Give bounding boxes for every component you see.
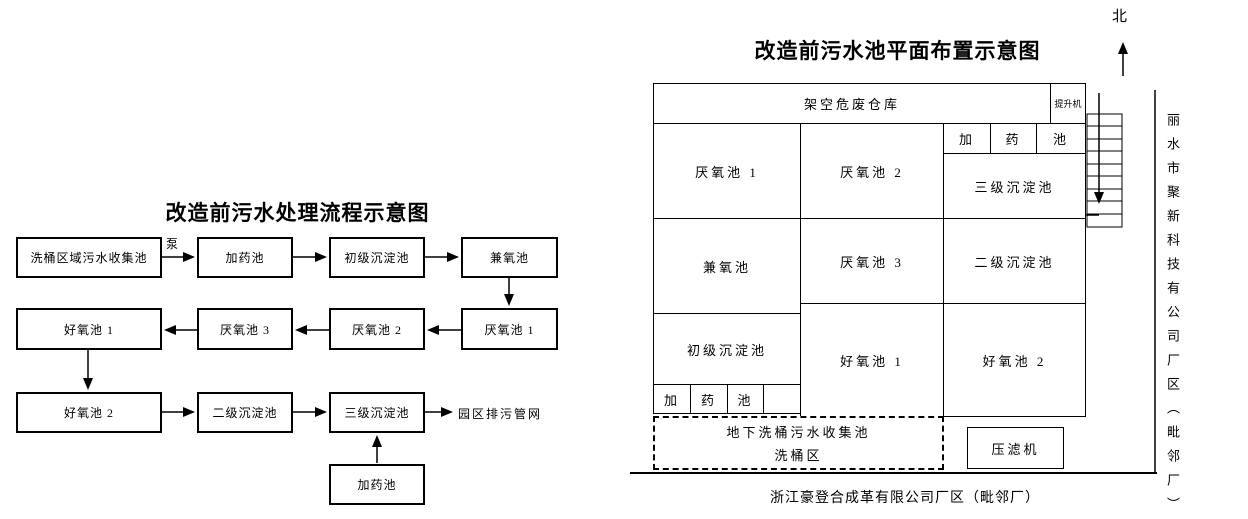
plan-cell-underground-collect-area: 地下洗桶污水收集池 洗桶区 [653, 416, 944, 470]
plan-cell-aerobic-pool-2: 好氧池 2 [943, 303, 1086, 417]
plan-cell-aerobic-pool-1: 好氧池 1 [800, 303, 944, 417]
plan-cell-dosing-pool-bottom-empty [763, 384, 801, 414]
plan-cell-primary-sedimentation: 初级沉淀池 [653, 313, 801, 385]
flow-box-dosing-pool-1: 加药池 [197, 237, 293, 278]
plan-cell-dosing-pool-top-2: 药 [990, 123, 1037, 154]
flow-box-anaerobic-pool-3: 厌氧池 3 [197, 308, 293, 350]
plan-cell-anaerobic-pool-2: 厌氧池 2 [800, 123, 944, 219]
flow-box-dosing-pool-2: 加药池 [329, 464, 425, 505]
flow-box-anaerobic-pool-2: 厌氧池 2 [329, 308, 425, 350]
right-neighbor-factory-label: 丽水市聚新科技有公司厂区（毗邻厂） [1165, 113, 1180, 519]
plan-cell-dosing-pool-bottom-2: 药 [690, 384, 728, 414]
underground-collect-pool-label: 地下洗桶污水收集池 [726, 425, 871, 440]
flow-diagram-title: 改造前污水处理流程示意图 [165, 202, 430, 225]
pump-label: 泵 [166, 237, 179, 251]
plan-cell-anaerobic-pool-3: 厌氧池 3 [800, 218, 944, 304]
plan-cell-dosing-pool-bottom-3: 池 [727, 384, 764, 414]
plan-cell-tertiary-sedimentation: 三级沉淀池 [943, 153, 1086, 219]
plan-cell-dosing-pool-bottom-1: 加 [653, 384, 691, 414]
flow-box-tertiary-sedimentation: 三级沉淀池 [329, 392, 425, 433]
plan-cell-dosing-pool-top-3: 池 [1036, 123, 1086, 154]
flow-box-facultative-pool: 兼氧池 [461, 237, 558, 278]
flow-box-collect-pool: 洗桶区域污水收集池 [16, 237, 162, 278]
flow-box-aerobic-pool-2: 好氧池 2 [16, 392, 162, 433]
flow-box-primary-sedimentation: 初级沉淀池 [329, 237, 425, 278]
flow-box-aerobic-pool-1: 好氧池 1 [16, 308, 162, 350]
ladder-icon [1086, 113, 1123, 228]
plan-cell-hoist: 提升机 [1050, 83, 1086, 124]
plan-cell-secondary-sedimentation: 二级沉淀池 [943, 218, 1086, 304]
north-label: 北 [1112, 9, 1128, 25]
plan-cell-dosing-pool-top-1: 加 [943, 123, 991, 154]
flow-box-secondary-sedimentation: 二级沉淀池 [197, 392, 293, 433]
plan-cell-facultative-pool: 兼氧池 [653, 218, 801, 314]
flow-box-anaerobic-pool-1: 厌氧池 1 [461, 308, 558, 350]
plan-diagram-title: 改造前污水池平面布置示意图 [754, 40, 1041, 63]
barrel-washing-area-label: 洗桶区 [774, 448, 823, 463]
plan-cell-hazardous-waste-warehouse: 架空危废仓库 [653, 83, 1051, 124]
plan-cell-filter-press: 压滤机 [967, 427, 1064, 469]
bottom-neighbor-factory-label: 浙江豪登合成革有限公司厂区（毗邻厂） [770, 491, 1040, 506]
plan-cell-anaerobic-pool-1: 厌氧池 1 [653, 123, 801, 219]
outlet-pipe-network-label: 园区排污管网 [458, 407, 543, 421]
